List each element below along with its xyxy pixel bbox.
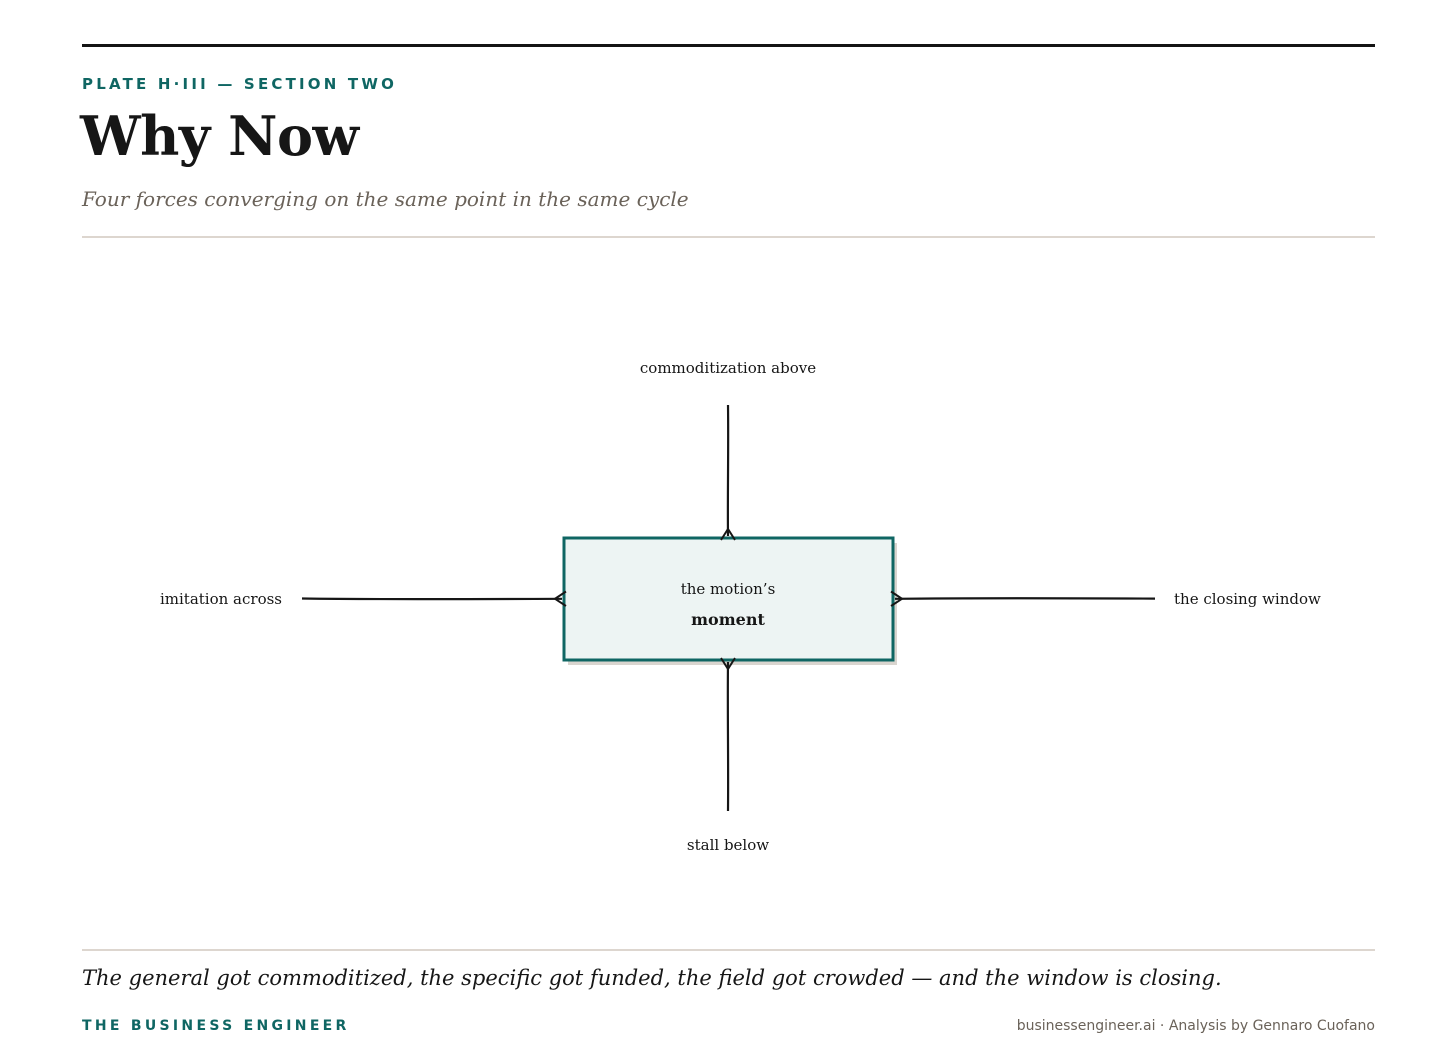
footer-divider (82, 949, 1375, 951)
footer-caption: The general got commoditized, the specif… (82, 966, 1222, 990)
author-credit: businessengineer.ai · Analysis by Gennar… (1016, 1018, 1375, 1034)
crowfoot-top (720, 527, 736, 541)
page-subtitle: Four forces converging on the same point… (82, 187, 689, 211)
header-divider (82, 236, 1375, 238)
center-label-line2: moment (691, 610, 765, 629)
top-rule (82, 44, 1375, 47)
connector-left (301, 597, 563, 601)
force-label-top: commoditization above (640, 359, 816, 377)
crowfoot-bottom (720, 657, 736, 671)
center-box (562, 536, 895, 662)
page-title: Why Now (80, 104, 359, 168)
brand-name: THE BUSINESS ENGINEER (82, 1018, 350, 1034)
section-eyebrow: PLATE H·III — SECTION TWO (82, 75, 398, 93)
force-label-left: imitation across (160, 590, 282, 608)
center-label-line1: the motion’s (681, 580, 776, 598)
connector-right (894, 597, 1156, 600)
force-label-right: the closing window (1174, 590, 1321, 608)
force-label-bottom: stall below (687, 836, 769, 854)
crowfoot-right (890, 590, 904, 607)
crowfoot-left (553, 590, 567, 607)
